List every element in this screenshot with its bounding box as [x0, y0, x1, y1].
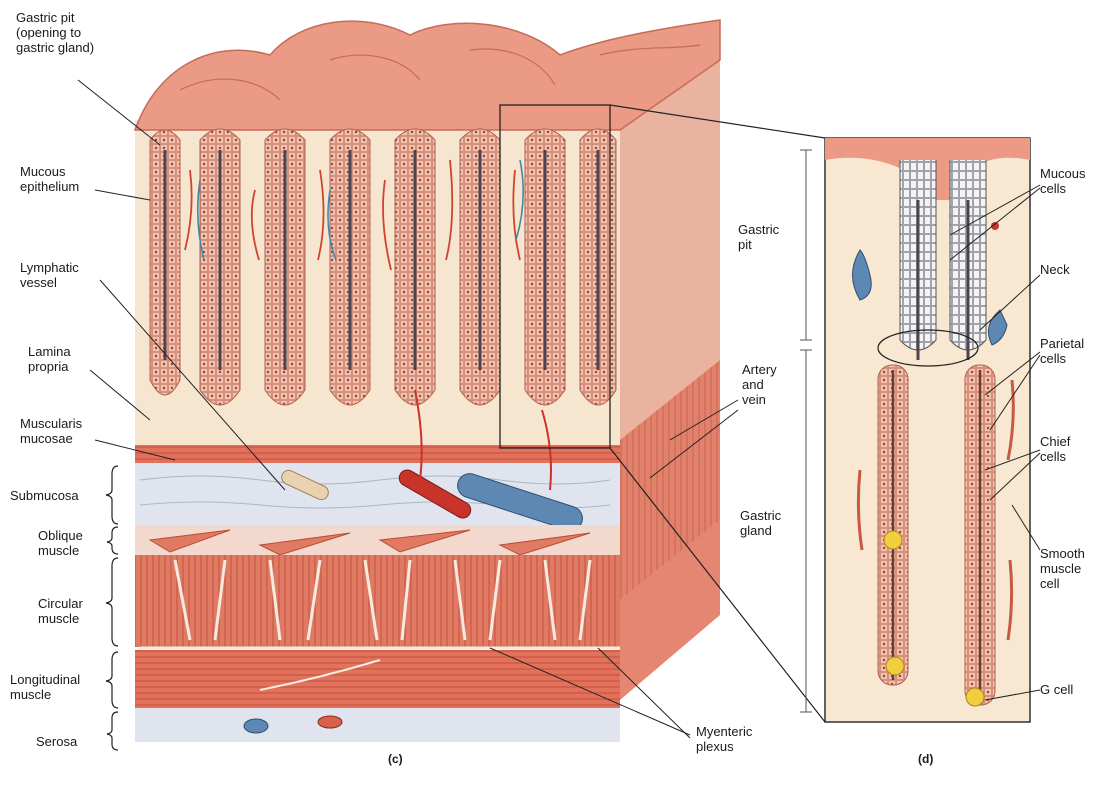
- panel-c-block: [135, 20, 720, 742]
- label-serosa: Serosa: [36, 734, 77, 749]
- label-lymphatic-vessel: Lymphatic vessel: [20, 260, 79, 290]
- label-smooth-muscle-cell: Smooth muscle cell: [1040, 546, 1085, 591]
- label-submucosa: Submucosa: [10, 488, 79, 503]
- panel-label-d: (d): [918, 752, 933, 766]
- label-lamina-propria: Lamina propria: [28, 344, 71, 374]
- layer-braces: [106, 466, 118, 750]
- panel-d-gland: [800, 138, 1030, 722]
- label-myenteric-plexus: Myenteric plexus: [696, 724, 752, 754]
- label-neck: Neck: [1040, 262, 1070, 277]
- label-artery-and-vein: Artery and vein: [742, 362, 777, 407]
- mucosal-surface: [135, 20, 720, 130]
- serosa-layer: [135, 708, 620, 742]
- label-circular-muscle: Circular muscle: [38, 596, 83, 626]
- label-oblique-muscle: Oblique muscle: [38, 528, 83, 558]
- label-mucous-cells: Mucous cells: [1040, 166, 1086, 196]
- label-parietal-cells: Parietal cells: [1040, 336, 1084, 366]
- label-chief-cells: Chief cells: [1040, 434, 1070, 464]
- label-mucous-epithelium: Mucous epithelium: [20, 164, 79, 194]
- longitudinal-muscle-layer: [135, 650, 620, 708]
- label-longitudinal-muscle: Longitudinal muscle: [10, 672, 80, 702]
- label-gastric-pit-d: Gastric pit: [738, 222, 779, 252]
- label-muscularis-mucosae: Muscularis mucosae: [20, 416, 82, 446]
- label-g-cell: G cell: [1040, 682, 1073, 697]
- panel-label-c: (c): [388, 752, 403, 766]
- label-gastric-gland: Gastric gland: [740, 508, 781, 538]
- label-gastric-pit-c: Gastric pit (opening to gastric gland): [16, 10, 94, 55]
